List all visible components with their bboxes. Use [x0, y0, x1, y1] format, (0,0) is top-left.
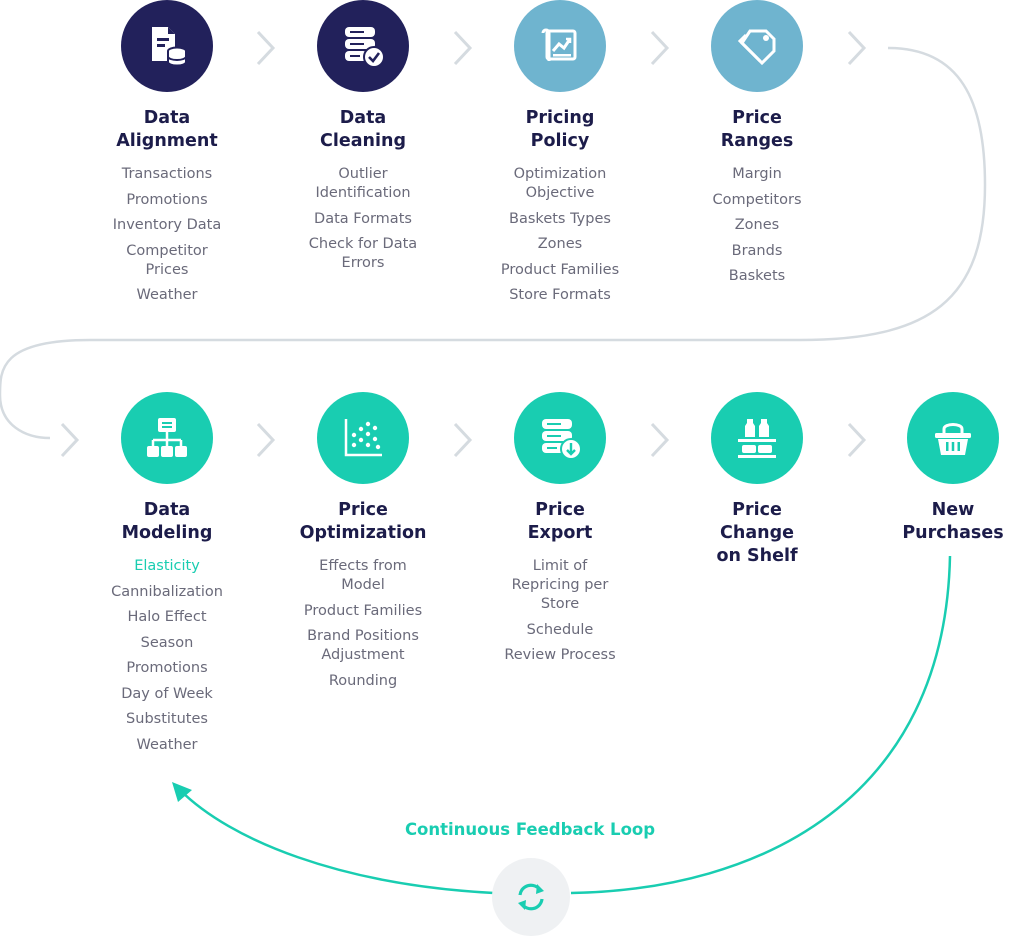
- feedback-loop-label: Continuous Feedback Loop: [404, 820, 656, 839]
- list-item: Cannibalization: [111, 583, 223, 600]
- list-item: Promotions: [126, 660, 208, 676]
- list-item: Check for Data Errors: [308, 236, 418, 271]
- shelf-icon: [738, 419, 776, 458]
- shopping-basket-icon: [935, 423, 971, 455]
- step-circle: [317, 392, 409, 484]
- list-item: Weather: [136, 736, 198, 753]
- step-circle: [711, 392, 803, 484]
- step-items: Optimization Objective Baskets Types Zon…: [475, 165, 645, 305]
- list-item: Product Families: [303, 602, 423, 619]
- chevron-right-icon: [256, 422, 276, 458]
- list-item: Inventory Data: [112, 217, 222, 233]
- refresh-icon: [518, 883, 544, 911]
- price-tags-icon: [737, 29, 776, 66]
- step-circle: [907, 392, 999, 484]
- list-item: Review Process: [504, 647, 616, 663]
- list-item: Baskets: [728, 268, 786, 284]
- step-items: Limit of Repricing per Store Schedule Re…: [475, 557, 645, 665]
- chart-scroll-icon: [541, 28, 577, 61]
- list-item: Transactions: [121, 166, 213, 182]
- list-item: Data Formats: [314, 210, 412, 227]
- scatter-plot-icon: [344, 419, 382, 457]
- step-circle: [514, 392, 606, 484]
- list-item: Store Formats: [509, 287, 611, 303]
- step-circle: [317, 0, 409, 92]
- hierarchy-icon: [147, 418, 187, 457]
- feedback-loop-curve-return: [179, 789, 495, 895]
- feedback-loop-button[interactable]: [492, 858, 570, 936]
- list-item: Day of Week: [121, 685, 213, 702]
- list-item: Brands: [731, 242, 783, 259]
- list-item: Competitors: [712, 191, 802, 208]
- list-item: Schedule: [526, 621, 594, 638]
- step-circle: [121, 0, 213, 92]
- list-item: Product Families: [500, 261, 620, 278]
- database-export-icon: [542, 419, 582, 460]
- step-circle: [121, 392, 213, 484]
- list-item: Optimization Objective: [513, 166, 607, 201]
- feedback-arrowhead-icon: [172, 782, 192, 802]
- list-item: Zones: [734, 217, 780, 233]
- list-item: Margin: [732, 166, 782, 182]
- list-item: Halo Effect: [127, 609, 207, 625]
- chevron-right-icon: [847, 422, 867, 458]
- database-check-icon: [345, 27, 385, 68]
- chevron-right-icon: [453, 30, 473, 66]
- list-item: Season: [140, 634, 194, 651]
- list-item: Substitutes: [126, 711, 208, 727]
- feedback-loop-curve: [570, 555, 952, 895]
- list-item: Effects from Model: [319, 558, 407, 593]
- chevron-right-icon: [847, 30, 867, 66]
- chevron-right-icon: [60, 422, 80, 458]
- chevron-right-icon: [453, 422, 473, 458]
- document-database-icon: [152, 27, 187, 67]
- list-item: Weather: [136, 287, 198, 303]
- step-items: Outlier Identification Data Formats Chec…: [278, 165, 448, 273]
- chevron-right-icon: [256, 30, 276, 66]
- chevron-right-icon: [650, 30, 670, 66]
- step-items: Effects from Model Product Families Bran…: [278, 557, 448, 691]
- step-items: Transactions Promotions Inventory Data C…: [82, 165, 252, 305]
- step-items: Elasticity Cannibalization Halo Effect S…: [82, 557, 252, 755]
- list-item: Limit of Repricing per Store: [511, 558, 609, 612]
- list-item-highlighted: Elasticity: [134, 558, 200, 574]
- step-circle: [514, 0, 606, 92]
- list-item: Baskets Types: [509, 210, 611, 227]
- list-item: Zones: [537, 236, 583, 252]
- list-item: Promotions: [126, 191, 208, 208]
- step-circle: [711, 0, 803, 92]
- step-items: Margin Competitors Zones Brands Baskets: [672, 165, 842, 286]
- row-connector-curve: [0, 46, 987, 440]
- chevron-right-icon: [650, 422, 670, 458]
- list-item: Brand Positions Adjustment: [307, 628, 419, 663]
- list-item: Outlier Identification: [315, 166, 411, 201]
- list-item: Rounding: [328, 672, 398, 689]
- list-item: Competitor Prices: [126, 242, 208, 278]
